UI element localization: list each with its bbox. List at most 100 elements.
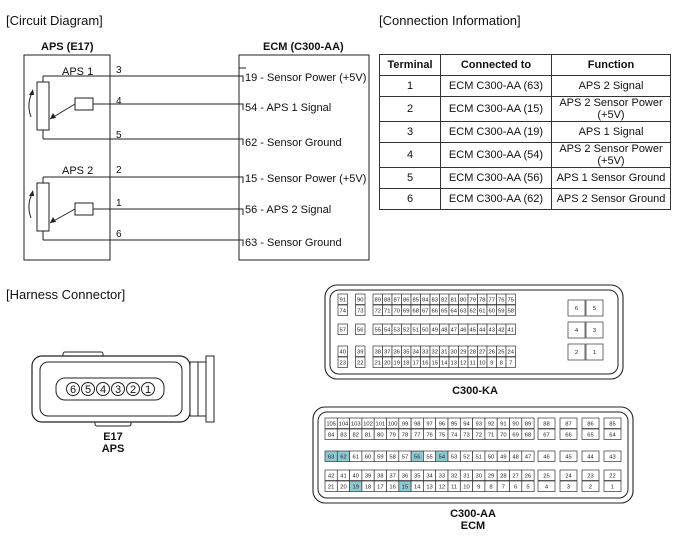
- svg-text:82: 82: [353, 432, 359, 438]
- svg-text:16: 16: [422, 360, 428, 366]
- svg-text:55: 55: [375, 327, 381, 333]
- svg-text:75: 75: [439, 432, 445, 438]
- svg-text:42: 42: [328, 473, 334, 479]
- svg-text:38: 38: [375, 349, 381, 355]
- connector-pin: 38: [373, 469, 387, 481]
- svg-text:43: 43: [609, 454, 615, 460]
- aps2-label: APS 2: [62, 165, 94, 177]
- connector-pin: 41: [505, 323, 516, 335]
- cell: 6: [379, 188, 441, 210]
- connector-pin: 74: [337, 304, 348, 316]
- svg-text:1: 1: [593, 350, 596, 356]
- svg-text:46: 46: [460, 327, 466, 333]
- connector-pin: 86: [581, 417, 600, 429]
- connector-pin: 22: [603, 469, 622, 481]
- svg-text:54: 54: [384, 327, 391, 333]
- svg-text:1: 1: [611, 484, 614, 490]
- svg-text:96: 96: [439, 421, 445, 427]
- svg-text:86: 86: [587, 421, 593, 427]
- svg-text:40: 40: [353, 473, 359, 479]
- cell: ECM C300-AA (62): [440, 188, 552, 210]
- svg-text:25: 25: [498, 349, 504, 355]
- connector-pin: 95: [447, 417, 461, 429]
- svg-text:88: 88: [384, 297, 390, 303]
- connector-pin: 53: [447, 450, 461, 462]
- ecm-pin-label: 63 - Sensor Ground: [245, 237, 342, 249]
- connector-pin: 40: [349, 469, 363, 481]
- connector-pin: 65: [581, 428, 600, 440]
- svg-text:2: 2: [130, 384, 136, 396]
- svg-text:48: 48: [512, 454, 518, 460]
- aps-connector-name: APS: [101, 443, 125, 455]
- svg-text:45: 45: [470, 327, 476, 333]
- svg-text:101: 101: [376, 421, 386, 427]
- connector-pin: 98: [410, 417, 424, 429]
- connector-pin: 23: [337, 356, 348, 368]
- svg-text:21: 21: [375, 360, 381, 366]
- wire-pin: 1: [116, 198, 122, 209]
- connector-pin: 30: [472, 469, 486, 481]
- svg-text:89: 89: [525, 421, 531, 427]
- ecm-pin-label: 62 - Sensor Ground: [245, 137, 342, 149]
- connector-pin: 61: [349, 450, 363, 462]
- svg-text:62: 62: [340, 454, 346, 460]
- aa-connector-title: C300-AA: [450, 508, 496, 520]
- connector-pin: 87: [559, 417, 578, 429]
- svg-text:105: 105: [326, 421, 336, 427]
- svg-text:47: 47: [525, 454, 531, 460]
- svg-text:10: 10: [463, 484, 469, 490]
- cell: APS 2 Sensor Power (+5V): [551, 96, 671, 122]
- svg-text:38: 38: [377, 473, 383, 479]
- svg-text:42: 42: [498, 327, 504, 333]
- svg-text:50: 50: [422, 327, 428, 333]
- connector-pin: 17: [373, 480, 387, 492]
- connector-pin: 39: [361, 469, 375, 481]
- svg-text:45: 45: [565, 454, 571, 460]
- connector-pin: 104: [336, 417, 350, 429]
- svg-text:72: 72: [375, 308, 381, 314]
- svg-text:70: 70: [500, 432, 506, 438]
- connector-pin: 103: [349, 417, 363, 429]
- ecm-pin-label: 15 - Sensor Power (+5V): [245, 173, 367, 185]
- connector-pin: 9: [472, 480, 486, 492]
- svg-text:61: 61: [353, 454, 359, 460]
- wire-pin: 4: [116, 96, 122, 107]
- svg-text:35: 35: [414, 473, 420, 479]
- svg-text:60: 60: [489, 308, 495, 314]
- connector-pin: 84: [324, 428, 338, 440]
- svg-text:76: 76: [498, 297, 504, 303]
- svg-text:103: 103: [351, 421, 361, 427]
- svg-text:66: 66: [565, 432, 571, 438]
- aps-pin: 3: [111, 382, 125, 396]
- aps-pin: 1: [141, 382, 155, 396]
- connector-pin: 99: [398, 417, 412, 429]
- aps-pin: 4: [96, 382, 110, 396]
- connector-pin: 90: [509, 417, 523, 429]
- svg-text:23: 23: [587, 473, 593, 479]
- svg-text:83: 83: [432, 297, 438, 303]
- connector-pin: 56: [355, 323, 366, 335]
- svg-text:78: 78: [479, 297, 485, 303]
- svg-text:73: 73: [463, 432, 469, 438]
- svg-text:2: 2: [589, 484, 592, 490]
- connector-pin: 23: [581, 469, 600, 481]
- svg-text:89: 89: [375, 297, 381, 303]
- connector-pin: 67: [537, 428, 556, 440]
- svg-text:18: 18: [403, 360, 409, 366]
- svg-text:62: 62: [470, 308, 476, 314]
- svg-text:35: 35: [403, 349, 409, 355]
- connector-pin: 20: [336, 480, 350, 492]
- svg-text:73: 73: [357, 308, 363, 314]
- svg-text:11: 11: [470, 360, 476, 366]
- ecm-box-title: ECM (C300-AA): [263, 41, 344, 53]
- svg-text:71: 71: [384, 308, 390, 314]
- svg-text:7: 7: [502, 484, 505, 490]
- svg-text:90: 90: [357, 297, 363, 303]
- svg-text:64: 64: [609, 432, 616, 438]
- connector-pin: 6: [567, 299, 586, 317]
- cell: ECM C300-AA (54): [440, 142, 552, 168]
- connector-pin: 50: [484, 450, 498, 462]
